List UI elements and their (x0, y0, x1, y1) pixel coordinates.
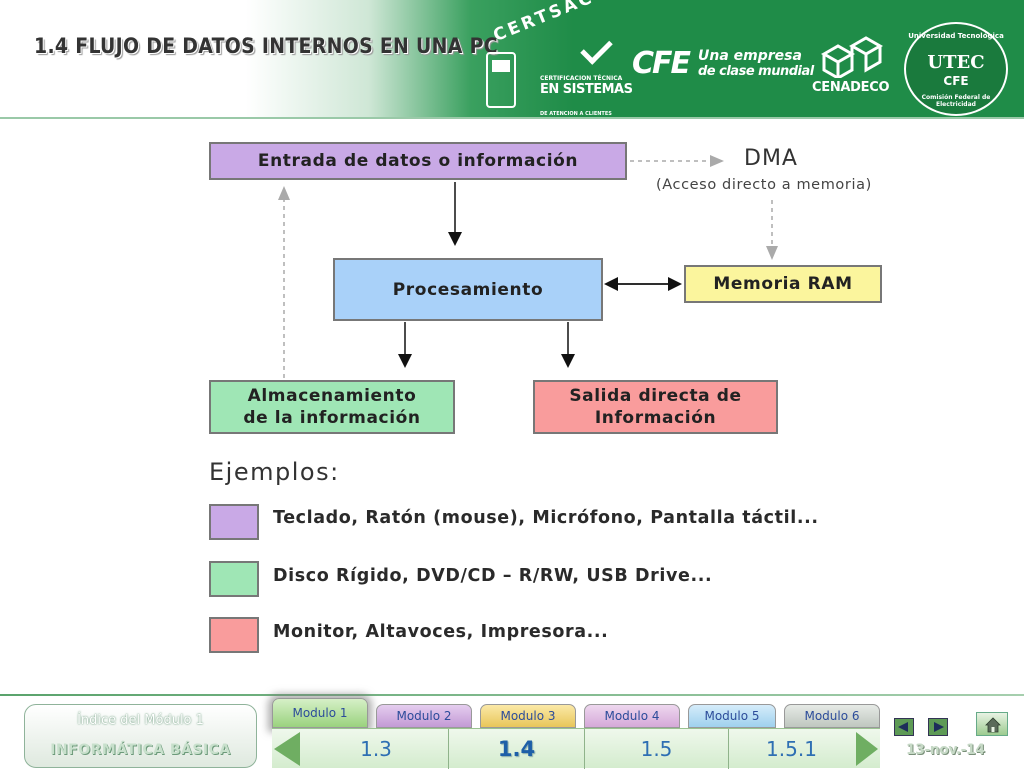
box-almacenamiento: Almacenamiento de la información (209, 380, 455, 434)
tab-modulo-5[interactable]: Modulo 5 (688, 704, 776, 728)
page-title: 1.4 FLUJO DE DATOS INTERNOS EN UNA PC (34, 34, 498, 58)
tab-modulo-1[interactable]: Modulo 1 (272, 698, 368, 728)
module-index-button[interactable]: Índice del Módulo 1 INFORMÁTICA BÁSICA (24, 704, 257, 768)
box-salida-line2: Información (594, 408, 717, 428)
box-memoria-ram: Memoria RAM (684, 265, 882, 303)
course-name: INFORMÁTICA BÁSICA (50, 742, 231, 758)
box-salida-line1: Salida directa de (569, 386, 742, 406)
cfe-tagline-2: de clase mundial (698, 64, 814, 79)
box-almacenamiento-line1: Almacenamiento (247, 386, 417, 406)
nav-section-1-5-1[interactable]: 1.5.1 (728, 729, 854, 769)
utec-mark: UTEC (927, 52, 985, 73)
box-salida: Salida directa de Información (533, 380, 778, 434)
tab-modulo-2[interactable]: Modulo 2 (376, 704, 472, 728)
cfe-tagline-1: Una empresa (698, 48, 802, 64)
example-storage: Disco Rígido, DVD/CD – R/RW, USB Drive..… (273, 566, 713, 586)
cfe-logo: CFE Una empresa de clase mundial (632, 46, 814, 86)
nav-next-arrow-icon[interactable] (856, 732, 878, 766)
tab-modulo-3[interactable]: Modulo 3 (480, 704, 576, 728)
certsac-line1: CERTIFICACION TÉCNICA (540, 75, 623, 82)
box-procesamiento: Procesamiento (333, 258, 603, 321)
certsac-line2: EN SISTEMAS (540, 82, 633, 97)
slide-date: 13-nov.-14 (906, 742, 985, 758)
footer-divider (0, 694, 1024, 696)
example-input: Teclado, Ratón (mouse), Micrófono, Panta… (273, 508, 819, 528)
home-button[interactable] (976, 712, 1008, 736)
utec-seal: Universidad Tecnológica UTEC CFE Comisió… (904, 22, 1008, 116)
cubes-icon (820, 36, 884, 78)
swatch-output (209, 617, 259, 653)
cenadeco-word: CENADECO (812, 80, 890, 95)
nav-section-1-5[interactable]: 1.5 (584, 729, 728, 769)
certsac-line3: DE ATENCION A CLIENTES (540, 111, 612, 117)
swatch-input (209, 504, 259, 540)
next-slide-button[interactable] (928, 718, 948, 736)
cfe-mark: CFE (632, 46, 691, 81)
dma-label: DMA (744, 146, 798, 171)
utec-cfe: CFE (943, 74, 969, 88)
home-icon (985, 717, 1001, 733)
prev-slide-button[interactable] (894, 718, 914, 736)
header-divider (0, 117, 1024, 119)
utec-bottom-text: Comisión Federal de Electricidad (921, 94, 991, 108)
dma-sublabel: (Acceso directo a memoria) (656, 177, 872, 193)
swatch-storage (209, 561, 259, 597)
box-almacenamiento-line2: de la información (243, 408, 421, 428)
nav-section-1-3[interactable]: 1.3 (360, 737, 392, 761)
box-entrada: Entrada de datos o información (209, 142, 627, 180)
module-index-label: Índice del Módulo 1 (77, 713, 204, 728)
utec-top-text: Universidad Tecnológica (908, 32, 1004, 40)
cenadeco-logo: CENADECO (810, 36, 894, 100)
kiosk-icon (486, 52, 516, 108)
tab-modulo-4[interactable]: Modulo 4 (584, 704, 680, 728)
check-icon (580, 32, 613, 65)
certsac-logo: CERTSAC CERTIFICACION TÉCNICA EN SISTEMA… (478, 0, 633, 117)
section-nav: 1.3 1.4 1.5 1.5.1 (272, 728, 880, 769)
nav-prev-arrow-icon[interactable] (274, 732, 300, 766)
examples-title: Ejemplos: (209, 458, 340, 486)
tab-modulo-6[interactable]: Modulo 6 (784, 704, 880, 728)
nav-section-1-4[interactable]: 1.4 (448, 729, 584, 769)
example-output: Monitor, Altavoces, Impresora... (273, 622, 609, 642)
